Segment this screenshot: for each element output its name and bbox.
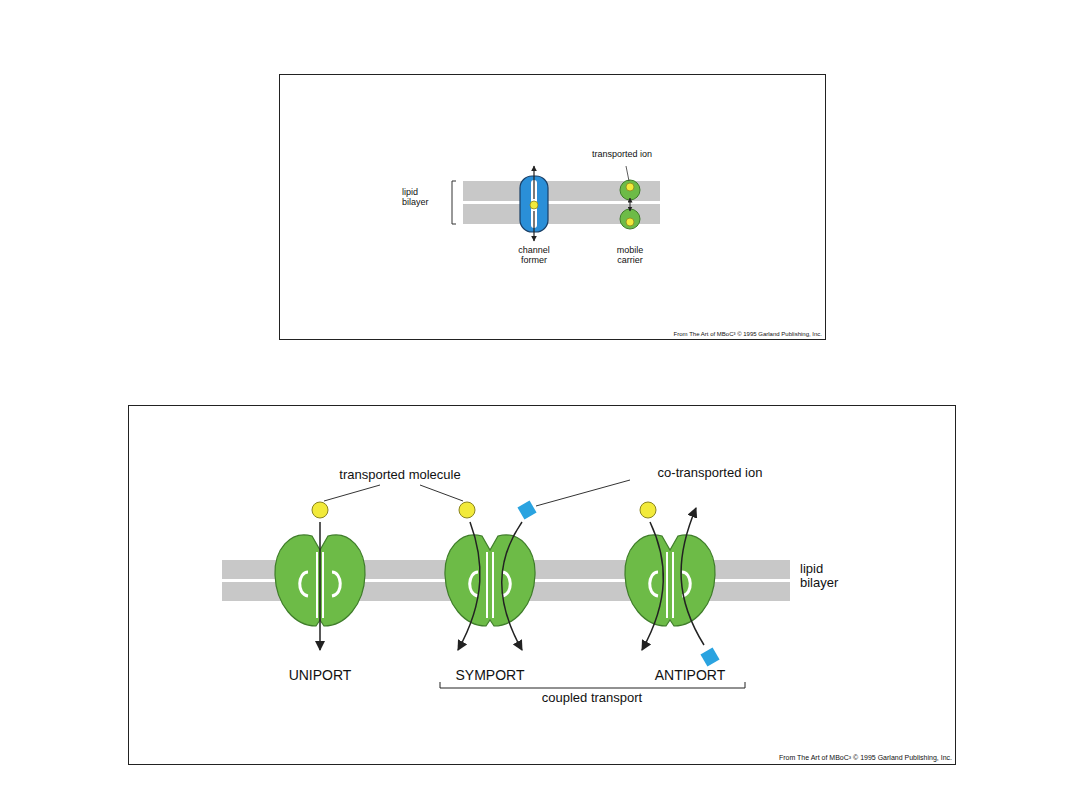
- panel-frame: [129, 406, 956, 765]
- arrow: [642, 522, 663, 650]
- type-label: SYMPORT: [456, 668, 525, 683]
- arrow: [319, 522, 321, 650]
- molecule-symbol: [640, 502, 656, 518]
- carrier-symbol: [620, 209, 640, 229]
- ion-symbol: [626, 183, 634, 191]
- arrow: [533, 166, 534, 199]
- part-label: lipid bilayer: [800, 562, 860, 591]
- arrow: [630, 198, 631, 211]
- type-label: ANTIPORT: [655, 668, 726, 683]
- ion-symbol: [700, 647, 719, 666]
- credit-note: From The Art of MBoC³ © 1995 Garland Pub…: [674, 331, 822, 338]
- bracket: [452, 181, 456, 224]
- arrow: [533, 211, 534, 241]
- part-label: channel former: [510, 246, 558, 266]
- ion-symbol: [517, 500, 536, 519]
- arrow: [681, 508, 704, 645]
- panel-frame: [280, 75, 826, 340]
- ion-symbol: [626, 218, 634, 226]
- ion-symbol: [530, 201, 538, 209]
- arrow: [458, 522, 480, 650]
- leader-line: [324, 485, 380, 501]
- molecule-symbol: [312, 502, 328, 518]
- antiporter-symbol: [625, 535, 715, 626]
- part-label: lipid bilayer: [402, 188, 446, 208]
- credit-note: From The Art of MBoC³ © 1995 Garland Pub…: [779, 754, 952, 762]
- molecule-symbol: [459, 502, 475, 518]
- symporter-symbol: [445, 535, 535, 626]
- leader-line: [626, 166, 629, 181]
- group-label: coupled transport: [542, 691, 642, 705]
- callout-label: transported molecule: [339, 468, 460, 482]
- callout-label: co-transported ion: [658, 466, 763, 480]
- leader-line: [536, 480, 630, 506]
- arrow: [502, 522, 522, 650]
- type-label: UNIPORT: [289, 668, 352, 683]
- leader-line: [420, 485, 463, 501]
- carrier-symbol: [620, 180, 640, 200]
- callout-label: transported ion: [592, 150, 652, 160]
- part-label: mobile carrier: [606, 246, 654, 266]
